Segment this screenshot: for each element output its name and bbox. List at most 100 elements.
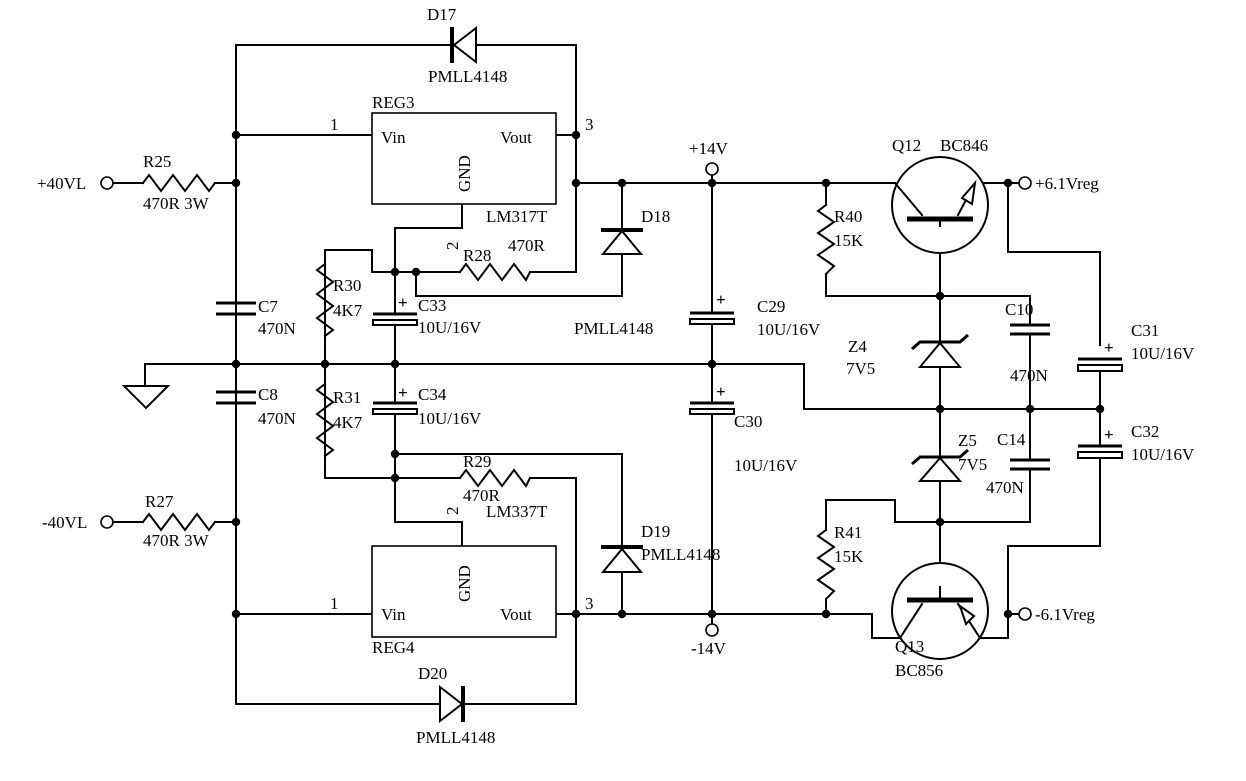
svg-text:R41: R41 xyxy=(834,523,862,542)
diode-d17: D17 PMLL4148 xyxy=(427,5,507,86)
resistor-r41: R41 15K xyxy=(816,523,864,601)
svg-text:Vin: Vin xyxy=(381,128,406,147)
svg-text:1: 1 xyxy=(330,115,339,134)
capacitor-c8: C8 470N xyxy=(216,385,296,428)
svg-text:C29: C29 xyxy=(757,297,785,316)
svg-text:Vout: Vout xyxy=(500,605,532,624)
net-label-pos40: +40VL xyxy=(37,174,86,193)
svg-text:2: 2 xyxy=(443,242,462,251)
svg-text:470N: 470N xyxy=(1010,366,1048,385)
svg-text:R30: R30 xyxy=(333,276,361,295)
svg-text:3: 3 xyxy=(585,594,594,613)
svg-text:1: 1 xyxy=(330,594,339,613)
svg-text:D17: D17 xyxy=(427,5,457,24)
wires xyxy=(113,44,1101,705)
resistor-r27: R27 470R 3W xyxy=(141,492,217,550)
transistor-q13: Q13 BC856 xyxy=(891,562,989,680)
svg-text:C8: C8 xyxy=(258,385,278,404)
capacitor-c32: + C32 10U/16V xyxy=(1077,422,1195,464)
svg-text:C34: C34 xyxy=(418,385,447,404)
svg-text:470R 3W: 470R 3W xyxy=(143,531,210,550)
svg-text:10U/16V: 10U/16V xyxy=(734,456,798,475)
svg-text:15K: 15K xyxy=(834,547,864,566)
svg-text:C32: C32 xyxy=(1131,422,1159,441)
net-label-neg40: -40VL xyxy=(42,513,87,532)
svg-text:R40: R40 xyxy=(834,207,862,226)
svg-text:R27: R27 xyxy=(145,492,174,511)
resistor-r30: R30 4K7 xyxy=(315,262,363,338)
svg-text:R31: R31 xyxy=(333,388,361,407)
svg-text:Vout: Vout xyxy=(500,128,532,147)
svg-text:D19: D19 xyxy=(641,522,670,541)
svg-text:470N: 470N xyxy=(258,319,296,338)
svg-text:+: + xyxy=(1104,338,1114,357)
resistor-r31: R31 4K7 xyxy=(315,382,363,458)
svg-text:R28: R28 xyxy=(463,246,491,265)
svg-text:10U/16V: 10U/16V xyxy=(1131,445,1195,464)
capacitor-c14: C14 470N xyxy=(986,430,1050,497)
svg-text:7V5: 7V5 xyxy=(846,359,875,378)
net-label-neg61: -6.1Vreg xyxy=(1035,605,1095,624)
svg-text:4K7: 4K7 xyxy=(333,301,363,320)
svg-text:Q13: Q13 xyxy=(895,637,924,656)
zener-z4: Z4 7V5 xyxy=(846,333,969,378)
svg-text:GND: GND xyxy=(455,155,474,192)
svg-text:10U/16V: 10U/16V xyxy=(1131,344,1195,363)
svg-text:GND: GND xyxy=(455,565,474,602)
svg-text:R25: R25 xyxy=(143,152,171,171)
terminal-neg61 xyxy=(1018,607,1032,621)
svg-text:3: 3 xyxy=(585,115,594,134)
svg-text:10U/16V: 10U/16V xyxy=(757,320,821,339)
resistor-r25: R25 470R 3W xyxy=(141,152,217,213)
capacitor-c10: C10 470N xyxy=(1005,300,1050,385)
svg-text:Z5: Z5 xyxy=(958,431,977,450)
svg-text:C33: C33 xyxy=(418,296,446,315)
svg-text:4K7: 4K7 xyxy=(333,413,363,432)
svg-text:C7: C7 xyxy=(258,297,278,316)
svg-text:PMLL4148: PMLL4148 xyxy=(641,545,720,564)
capacitor-c30: + C30 10U/16V xyxy=(689,382,798,475)
net-label-pos61: +6.1Vreg xyxy=(1035,174,1099,193)
svg-text:LM317T: LM317T xyxy=(486,207,548,226)
svg-text:+: + xyxy=(398,293,408,312)
svg-text:470N: 470N xyxy=(258,409,296,428)
svg-text:C30: C30 xyxy=(734,412,762,431)
svg-text:C10: C10 xyxy=(1005,300,1033,319)
terminal-pos61 xyxy=(1018,176,1032,190)
reg4: REG4 Vin Vout GND LM337T 1 3 2 xyxy=(330,502,594,657)
svg-text:7V5: 7V5 xyxy=(958,455,987,474)
capacitor-c31: + C31 10U/16V xyxy=(1077,321,1195,372)
diode-d19: D19 PMLL4148 xyxy=(600,522,720,573)
resistor-r40: R40 15K xyxy=(816,203,864,276)
zener-z5: Z5 7V5 xyxy=(911,431,987,482)
svg-text:470R: 470R xyxy=(508,236,546,255)
svg-text:BC846: BC846 xyxy=(940,136,988,155)
svg-text:10U/16V: 10U/16V xyxy=(418,409,482,428)
svg-text:D18: D18 xyxy=(641,207,670,226)
terminal-pos14 xyxy=(705,162,719,176)
svg-text:C14: C14 xyxy=(997,430,1026,449)
svg-text:Q12: Q12 xyxy=(892,136,921,155)
capacitor-c34: + C34 10U/16V xyxy=(372,383,482,428)
svg-text:REG3: REG3 xyxy=(372,93,415,112)
diode-d18: D18 PMLL4148 xyxy=(574,207,670,338)
net-label-neg14: -14V xyxy=(691,639,727,658)
capacitor-c7: C7 470N xyxy=(216,297,296,338)
svg-text:LM337T: LM337T xyxy=(486,502,548,521)
svg-text:PMLL4148: PMLL4148 xyxy=(428,67,507,86)
terminal-neg14 xyxy=(705,623,719,637)
svg-text:470R 3W: 470R 3W xyxy=(143,194,210,213)
svg-text:REG4: REG4 xyxy=(372,638,415,657)
net-label-pos14: +14V xyxy=(689,139,729,158)
svg-text:R29: R29 xyxy=(463,452,491,471)
svg-text:PMLL4148: PMLL4148 xyxy=(416,728,495,747)
svg-text:C31: C31 xyxy=(1131,321,1159,340)
svg-text:470N: 470N xyxy=(986,478,1024,497)
svg-text:+: + xyxy=(716,290,726,309)
svg-text:+: + xyxy=(398,383,408,402)
svg-text:15K: 15K xyxy=(834,231,864,250)
svg-text:+: + xyxy=(1104,425,1114,444)
ground-symbol xyxy=(121,385,171,410)
svg-text:2: 2 xyxy=(443,507,462,516)
